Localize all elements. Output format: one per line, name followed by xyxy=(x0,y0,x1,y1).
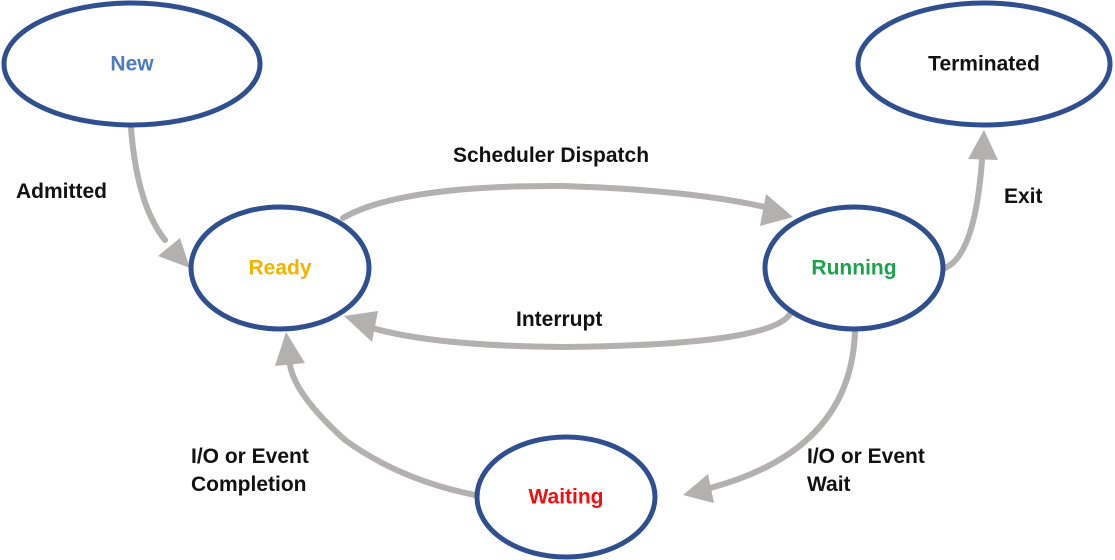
transition-scheduler-dispatch-arrow xyxy=(340,182,793,226)
transition-scheduler-dispatch-label: Scheduler Dispatch xyxy=(453,144,649,167)
state-new: New xyxy=(1,0,263,128)
state-running-label: Running xyxy=(811,257,896,280)
state-running: Running xyxy=(762,204,946,332)
transition-exit-label: Exit xyxy=(1004,185,1043,208)
transition-io-completion-arrow xyxy=(275,332,478,498)
state-waiting-label: Waiting xyxy=(528,486,603,509)
transition-interrupt-arrow xyxy=(344,311,793,351)
state-new-label: New xyxy=(110,53,154,76)
transition-interrupt-label: Interrupt xyxy=(516,308,602,331)
transition-admitted-arrow xyxy=(128,125,190,268)
state-ready-label: Ready xyxy=(248,257,311,280)
transition-io-completion-label-line2: Completion xyxy=(191,473,307,496)
state-terminated: Terminated xyxy=(855,0,1113,128)
transition-admitted-label: Admitted xyxy=(16,180,107,203)
state-ready: Ready xyxy=(188,204,372,332)
transition-exit-arrow xyxy=(942,130,998,271)
transition-io-wait-label-line1: I/O or Event xyxy=(807,445,925,468)
transition-io-completion-label-line1: I/O or Event xyxy=(191,445,309,468)
state-waiting: Waiting xyxy=(474,434,658,560)
state-terminated-label: Terminated xyxy=(928,53,1040,76)
transition-io-wait-label-line2: Wait xyxy=(807,473,851,496)
transition-io-wait-arrow xyxy=(683,327,858,503)
